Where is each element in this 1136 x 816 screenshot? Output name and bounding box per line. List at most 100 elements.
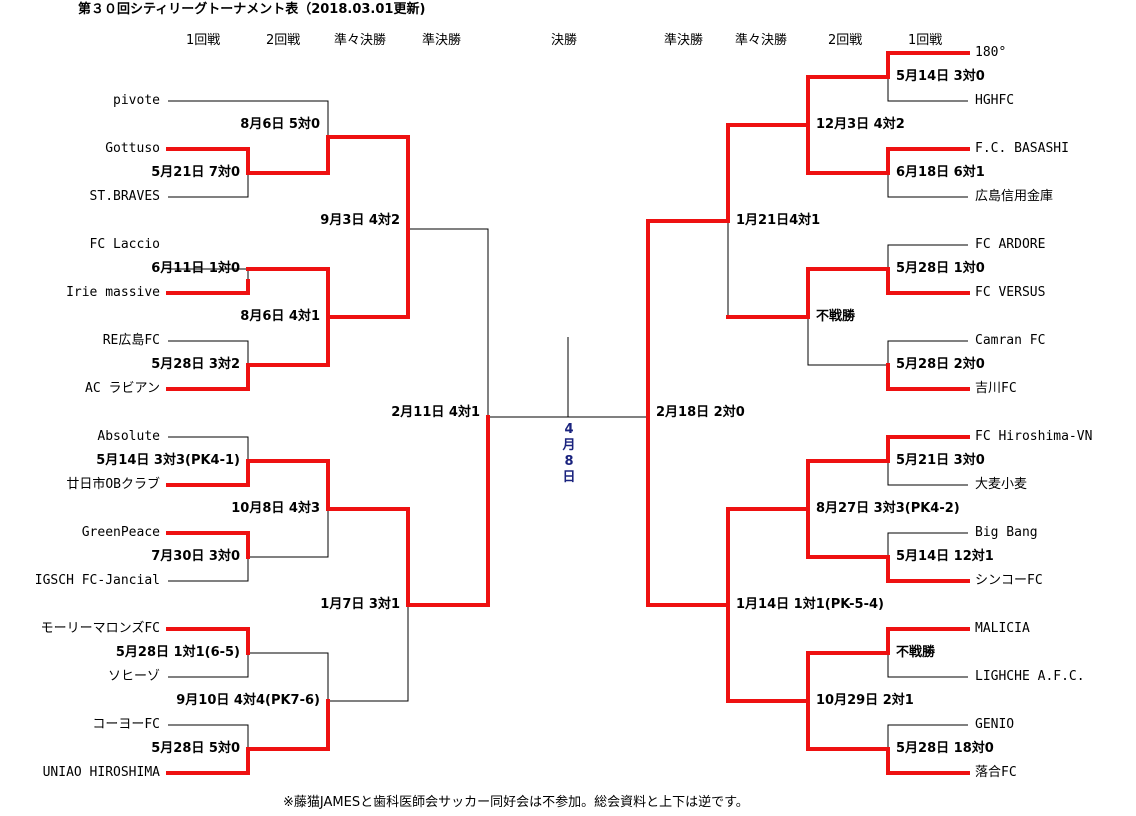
right-team-5: FC ARDORE <box>975 237 1046 252</box>
right-team-13: MALICIA <box>975 621 1030 636</box>
winner-line-26 <box>326 507 410 607</box>
right-r2-result-2: 不戦勝 <box>816 309 856 324</box>
bracket-line-22 <box>248 652 329 701</box>
bracket-line-46 <box>887 724 968 749</box>
page-title: 第３０回シティリーグトーナメント表（2018.03.01更新) <box>78 2 426 17</box>
right-team-1: 180° <box>975 45 1007 60</box>
right-team-12: シンコーFC <box>975 573 1043 588</box>
right-r1-result-5: 5月21日 3対0 <box>896 453 985 468</box>
left-r1-result-7: 5月28日 5対0 <box>151 741 240 756</box>
bracket-line-36 <box>887 244 968 269</box>
right-r1-result-8: 5月28日 18対0 <box>896 741 994 756</box>
right-r2-result-4: 10月29日 2対1 <box>816 693 914 708</box>
winner-line-39 <box>886 363 970 391</box>
right-team-16: 落合FC <box>975 765 1017 780</box>
right-team-11: Big Bang <box>975 525 1038 540</box>
header-left-r2: 2回戦 <box>266 33 301 48</box>
left-r1-result-5: 7月30日 3対0 <box>151 549 240 564</box>
header-right-r1: 1回戦 <box>908 33 943 48</box>
left-team-15: UNIAO HIROSHIMA <box>42 765 160 780</box>
winner-line-33 <box>886 51 970 79</box>
left-team-14: コーヨーFC <box>92 717 160 732</box>
winner-line-23 <box>246 699 330 751</box>
left-team-9: 廿日市OBクラブ <box>66 477 160 492</box>
bracket-line-27 <box>328 605 409 702</box>
left-team-2: Gottuso <box>105 141 160 156</box>
final-date-char-1: 4 <box>564 422 574 437</box>
bracket-line-9 <box>168 557 249 582</box>
bracket-line-5 <box>168 340 249 365</box>
winner-line-18 <box>246 267 330 319</box>
winner-line-62 <box>646 415 730 607</box>
bracket-line-44 <box>887 653 968 678</box>
winner-line-4 <box>166 279 250 295</box>
left-team-5: Irie massive <box>66 285 160 300</box>
left-team-1: pivote <box>113 93 160 108</box>
winner-line-19 <box>246 315 330 367</box>
header-final: 決勝 <box>551 33 578 48</box>
bracket-line-34 <box>887 173 968 198</box>
header-right-sf: 準決勝 <box>664 33 704 48</box>
right-team-6: FC VERSUS <box>975 285 1046 300</box>
bracket-line-11 <box>168 653 249 678</box>
winner-line-2 <box>166 147 250 175</box>
left-r2-result-3: 10月8日 4対3 <box>231 501 320 516</box>
left-r2-result-4: 9月10日 4対4(PK7-6) <box>176 693 320 708</box>
right-qf-result-1: 1月21日4対1 <box>736 213 821 228</box>
left-r2-result-2: 8月6日 4対1 <box>240 309 320 324</box>
winner-line-14 <box>166 747 250 775</box>
right-team-3: F.C. BASASHI <box>975 141 1069 156</box>
winner-line-25 <box>326 227 410 319</box>
winner-line-61 <box>646 219 730 419</box>
final-date-char-3: 8 <box>564 454 574 469</box>
left-team-12: モーリーマロンズFC <box>40 621 160 636</box>
right-team-10: 大麦小麦 <box>975 477 1028 492</box>
left-team-3: ST.BRAVES <box>89 189 160 204</box>
left-r1-result-2: 6月11日 1対0 <box>151 261 240 276</box>
right-team-4: 広島信用金庫 <box>975 189 1054 204</box>
left-qf-result-2: 1月7日 3対1 <box>320 597 400 612</box>
winner-line-56 <box>726 123 810 223</box>
left-r1-result-3: 5月28日 3対2 <box>151 357 240 372</box>
right-team-8: 吉川FC <box>975 381 1017 396</box>
winner-line-47 <box>886 747 970 775</box>
left-team-6: RE広島FC <box>102 333 160 348</box>
winner-line-6 <box>166 363 250 391</box>
winner-line-37 <box>886 267 970 295</box>
winner-line-45 <box>886 627 970 655</box>
right-r1-result-4: 5月28日 2対0 <box>896 357 985 372</box>
header-right-qf: 準々決勝 <box>735 33 788 48</box>
right-team-15: GENIO <box>975 717 1015 732</box>
right-r1-result-1: 5月14日 3対0 <box>896 69 985 84</box>
bracket-line-51 <box>807 317 888 366</box>
winner-line-10 <box>166 531 250 559</box>
right-sf-result: 2月18日 2対0 <box>656 405 745 420</box>
right-r1-result-3: 5月28日 1対0 <box>896 261 985 276</box>
winner-line-12 <box>166 627 250 655</box>
final-date-char-2: 月 <box>562 438 576 453</box>
right-team-14: LIGHCHE A.F.C. <box>975 669 1085 684</box>
winner-line-58 <box>726 507 810 607</box>
winner-line-20 <box>246 459 330 511</box>
header-left-sf: 準決勝 <box>422 33 462 48</box>
header-left-r1: 1回戦 <box>186 33 221 48</box>
winner-line-48 <box>806 75 890 127</box>
winner-line-55 <box>806 699 890 751</box>
bracket-line-42 <box>887 532 968 557</box>
right-r1-result-2: 6月18日 6対1 <box>896 165 985 180</box>
winner-line-43 <box>886 555 970 583</box>
winner-line-53 <box>806 507 890 559</box>
winner-line-35 <box>886 147 970 175</box>
bracket-line-28 <box>408 228 489 417</box>
winner-line-54 <box>806 651 890 703</box>
left-team-8: Absolute <box>97 429 160 444</box>
bracket-line-13 <box>168 724 249 749</box>
winner-line-59 <box>726 603 810 703</box>
bracket-line-40 <box>887 461 968 486</box>
left-team-4: FC Laccio <box>89 237 160 252</box>
left-team-11: IGSCH FC-Jancial <box>34 573 160 588</box>
left-r1-result-1: 5月21日 7対0 <box>151 165 240 180</box>
left-qf-result-1: 9月3日 4対2 <box>320 213 400 228</box>
right-r2-result-1: 12月3日 4対2 <box>816 117 905 132</box>
winner-line-8 <box>166 459 250 487</box>
